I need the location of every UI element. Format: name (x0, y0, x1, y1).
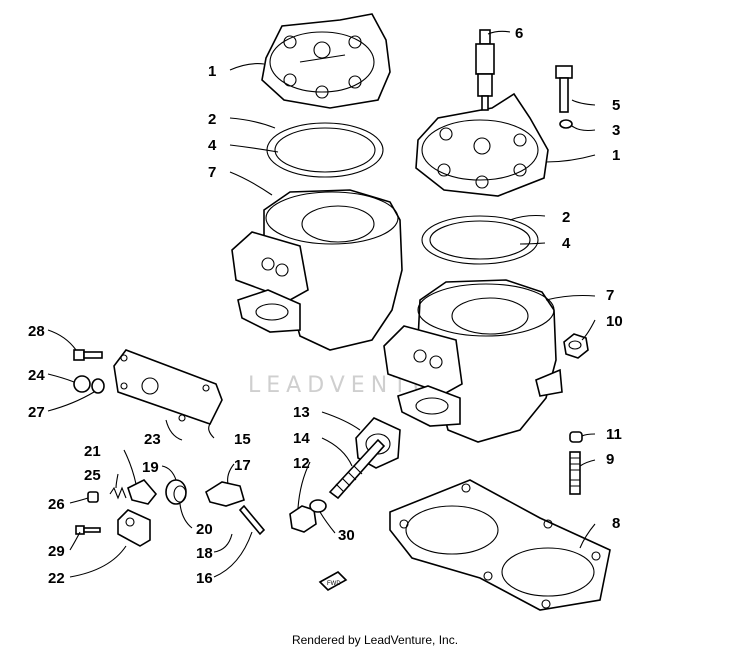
washer[interactable] (559, 119, 573, 129)
cylinder-right[interactable] (383, 279, 563, 443)
actuator-plate[interactable] (117, 509, 151, 547)
cylinder-head-right[interactable] (415, 92, 549, 197)
callout-22: 22 (48, 570, 65, 587)
exploded-parts-diagram: LEADVENTURE (28, 13, 623, 611)
callout-12: 12 (293, 455, 310, 472)
cover-cap[interactable] (73, 375, 91, 393)
plate-screw[interactable] (75, 525, 101, 535)
callout-14: 14 (293, 430, 310, 447)
callout-1-right: 1 (612, 147, 620, 164)
spark-plug[interactable] (475, 29, 495, 111)
callout-15: 15 (234, 431, 251, 448)
leader-lines (47, 30, 596, 578)
valve-pin[interactable] (238, 504, 266, 536)
cylinder-head-left[interactable] (261, 13, 391, 109)
callout-29: 29 (48, 543, 65, 560)
callout-4-right: 4 (562, 235, 571, 252)
o-ring-right[interactable] (421, 215, 539, 265)
callout-2-left: 2 (208, 111, 216, 128)
callout-26: 26 (48, 496, 65, 513)
exhaust-valve-washer[interactable] (309, 499, 327, 513)
callout-7-left: 7 (208, 164, 216, 181)
callout-9: 9 (606, 451, 614, 468)
callout-4-left: 4 (208, 137, 217, 154)
collar[interactable] (569, 431, 583, 443)
callout-27: 27 (28, 404, 45, 421)
fwd-label: FWD (327, 581, 341, 587)
cover-screw[interactable] (73, 349, 103, 361)
callout-labels: 1 2 4 7 6 5 3 1 2 4 7 10 11 9 8 13 14 12… (28, 25, 623, 587)
callout-11: 11 (606, 426, 622, 443)
footer-credit: Rendered by LeadVenture, Inc. (291, 633, 459, 647)
base-gasket[interactable] (389, 479, 611, 611)
exhaust-valve-cover[interactable] (113, 349, 223, 425)
callout-2-right: 2 (562, 209, 570, 226)
callout-19: 19 (142, 459, 159, 476)
callout-21: 21 (84, 443, 101, 460)
callout-28: 28 (28, 323, 45, 340)
callout-8: 8 (612, 515, 620, 532)
callout-24: 24 (28, 367, 45, 384)
callout-10: 10 (606, 313, 623, 330)
callout-30: 30 (338, 527, 355, 544)
stud[interactable] (569, 451, 581, 495)
callout-16: 16 (196, 570, 213, 587)
actuator-spring[interactable] (109, 486, 127, 500)
callout-1-left: 1 (208, 63, 216, 80)
callout-23: 23 (144, 431, 161, 448)
callout-6: 6 (515, 25, 523, 42)
callout-18: 18 (196, 545, 213, 562)
callout-20: 20 (196, 521, 213, 538)
callout-7-right: 7 (606, 287, 614, 304)
o-ring-left[interactable] (266, 122, 384, 178)
cylinder-left[interactable] (231, 189, 403, 351)
fwd-arrow-icon: FWD (318, 571, 348, 591)
actuator-nut[interactable] (87, 491, 99, 503)
actuator-bracket[interactable] (127, 479, 158, 505)
actuator-pulley[interactable] (165, 479, 187, 505)
callout-3: 3 (612, 122, 620, 139)
head-bolt[interactable] (555, 65, 573, 113)
callout-17: 17 (234, 457, 251, 474)
exhaust-valve[interactable] (328, 438, 386, 500)
callout-25: 25 (84, 467, 101, 484)
callout-13: 13 (293, 404, 310, 421)
exhaust-valve-nut[interactable] (289, 505, 317, 533)
callout-5: 5 (612, 97, 620, 114)
cover-o-ring[interactable] (91, 378, 105, 394)
valve-arm[interactable] (205, 481, 245, 507)
